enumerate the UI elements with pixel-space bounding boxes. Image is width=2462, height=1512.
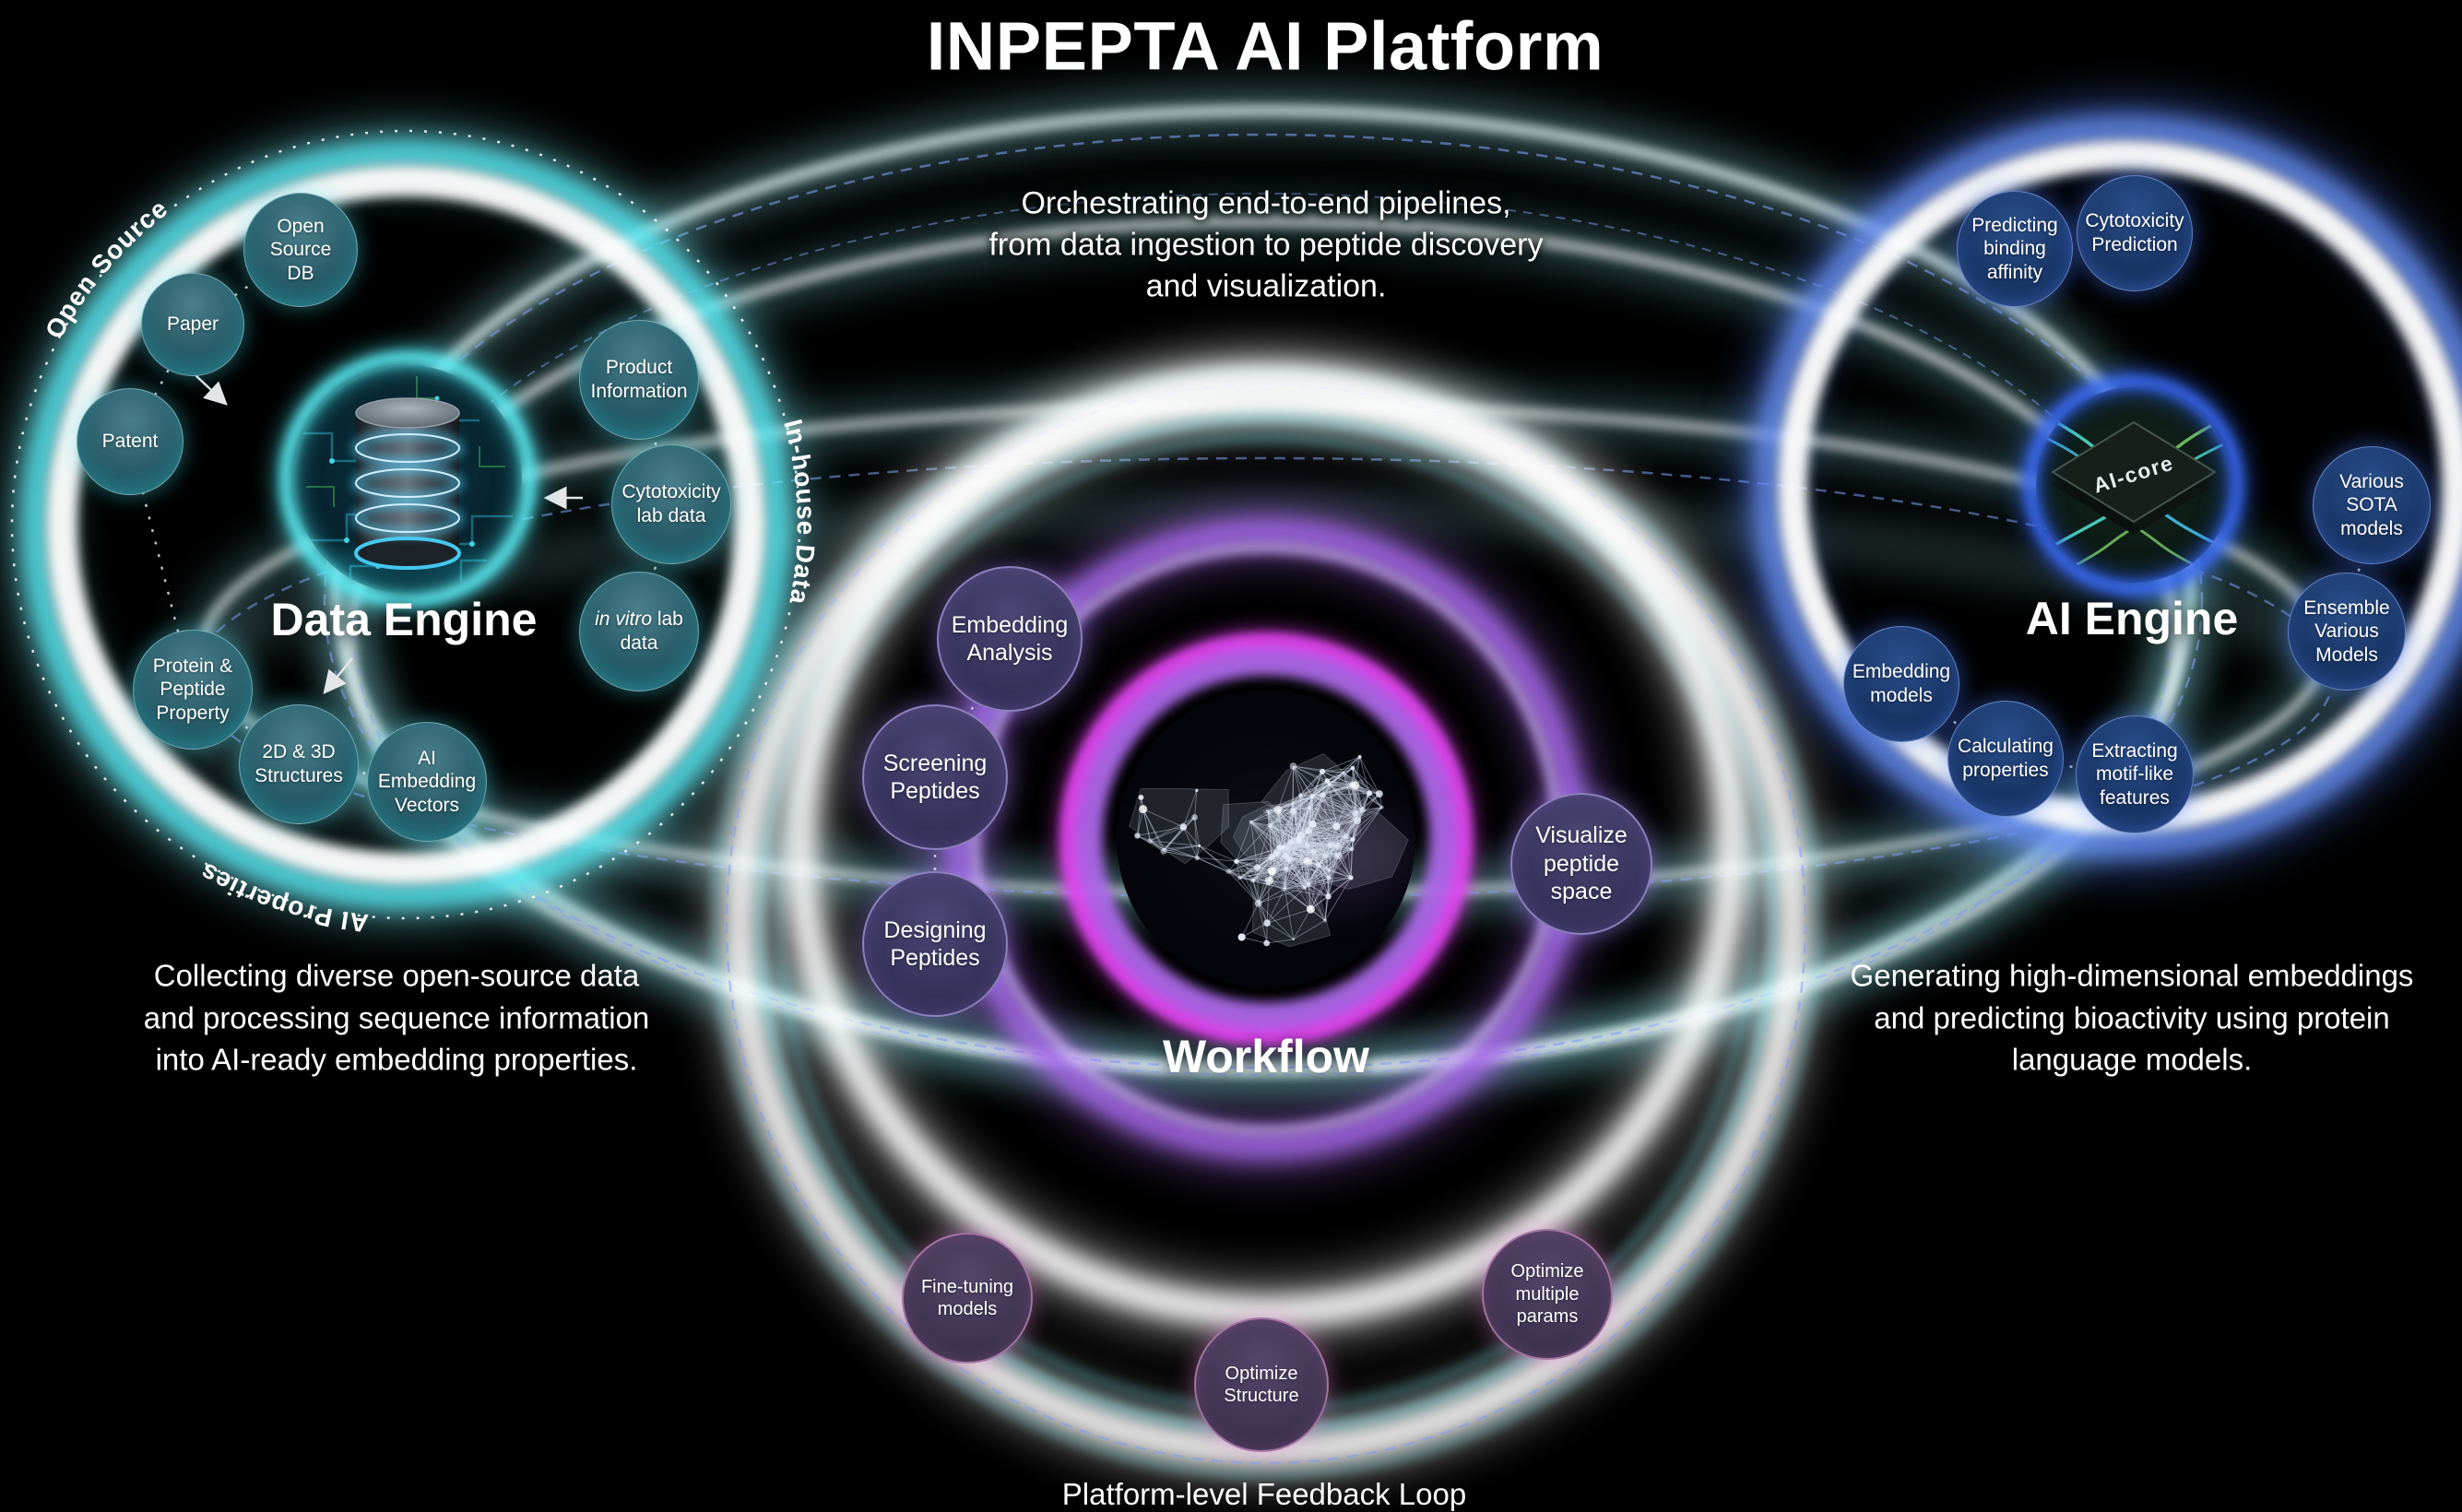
workflow-top-caption: Orchestrating end-to-end pipelines, from…	[988, 185, 1544, 304]
node-label: Cytotoxicity lab data	[621, 481, 721, 526]
node-embedding-analysis: Embedding Analysis	[937, 566, 1083, 712]
data-engine-description: Collecting diverse open-source data and …	[143, 958, 650, 1077]
node-open-source-db: Open Source DB	[243, 193, 358, 307]
ai-engine-description: Generating high-dimensional embeddings a…	[1850, 958, 2414, 1077]
node-label: Patent	[101, 431, 159, 453]
node-product-information: Product Information	[579, 320, 699, 440]
node-label: Protein & Peptide Property	[152, 655, 233, 724]
node-designing-peptides: Designing Peptides	[862, 871, 1008, 1017]
data-engine-dotted-circle	[10, 129, 801, 920]
feedback-loop-caption: Platform-level Feedback Loop	[1061, 1477, 1467, 1511]
node-label: Visualize peptide space	[1535, 822, 1628, 905]
database-image	[274, 346, 541, 613]
node-cytotoxicity-lab-data: Cytotoxicity lab data	[611, 444, 731, 564]
arrow-paper-to-center	[195, 374, 228, 406]
node-2d-3d-structures: 2D & 3D Structures	[239, 704, 359, 824]
node-label: in vitro lab data	[595, 608, 683, 654]
node-label: Extracting motif-like features	[2091, 739, 2178, 809]
node-protein-peptide-property: Protein & Peptide Property	[133, 630, 253, 750]
node-ai-embedding-vectors: AI Embedding Vectors	[367, 722, 487, 842]
node-label: Various SOTA models	[2339, 470, 2404, 539]
ai-engine-ring	[1741, 103, 2462, 870]
node-various-sota-models: Various SOTA models	[2313, 446, 2431, 564]
node-label: Ensemble Various Models	[2303, 597, 2390, 666]
node-label: Paper	[166, 313, 219, 336]
node-label: Embedding Analysis	[951, 611, 1069, 667]
node-label: Product Information	[590, 357, 688, 402]
node-label: Open Source DB	[269, 215, 332, 284]
ai-engine-label: AI Engine	[2025, 593, 2239, 644]
flow-arrows	[195, 374, 583, 694]
node-in-vitro-lab-data: in vitro lab data	[579, 572, 699, 691]
node-label: Embedding models	[1852, 661, 1951, 706]
node-optimize-structure: Optimize Structure	[1194, 1317, 1329, 1452]
node-predicting-binding-affinity: Predicting binding affinity	[1957, 191, 2073, 307]
node-extracting-motif-like-features: Extracting motif-like features	[2076, 715, 2194, 833]
molecule-image	[1117, 690, 1415, 988]
node-label: Fine-tuning models	[920, 1276, 1014, 1319]
node-label: AI Embedding Vectors	[377, 747, 477, 816]
node-visualize-peptide-space: Visualize peptide space	[1510, 793, 1652, 935]
data-engine-label: Data Engine	[270, 594, 538, 645]
workflow-label: Workflow	[1162, 1031, 1370, 1082]
node-patent: Patent	[77, 388, 183, 495]
node-label: Predicting binding affinity	[1971, 214, 2058, 283]
node-fine-tuning-models: Fine-tuning models	[902, 1233, 1033, 1364]
node-calculating-properties: Calculating properties	[1947, 701, 2064, 817]
node-label: Optimize multiple params	[1510, 1261, 1584, 1328]
node-label: Calculating properties	[1958, 736, 2054, 781]
workflow-inner-ring	[1057, 630, 1475, 1048]
node-label: 2D & 3D Structures	[254, 741, 343, 786]
node-label: Cytotoxicity Prediction	[2085, 210, 2184, 255]
node-label: Designing Peptides	[883, 916, 987, 972]
chip-image: AI-core	[2018, 370, 2249, 600]
node-embedding-models: Embedding models	[1843, 626, 1959, 742]
node-label: Screening Peptides	[882, 750, 988, 805]
node-ensemble-various-models: Ensemble Various Models	[2288, 573, 2406, 691]
node-cytotoxicity-prediction: Cytotoxicity Prediction	[2077, 175, 2193, 291]
node-paper: Paper	[141, 273, 244, 376]
arrow-center-to-structures	[323, 657, 353, 694]
page-title: INPEPTA AI Platform	[926, 7, 1604, 85]
node-optimize-multiple-params: Optimize multiple params	[1482, 1229, 1613, 1360]
data-engine-ring	[7, 126, 804, 923]
node-label: Optimize Structure	[1224, 1363, 1299, 1406]
node-screening-peptides: Screening Peptides	[862, 704, 1008, 850]
